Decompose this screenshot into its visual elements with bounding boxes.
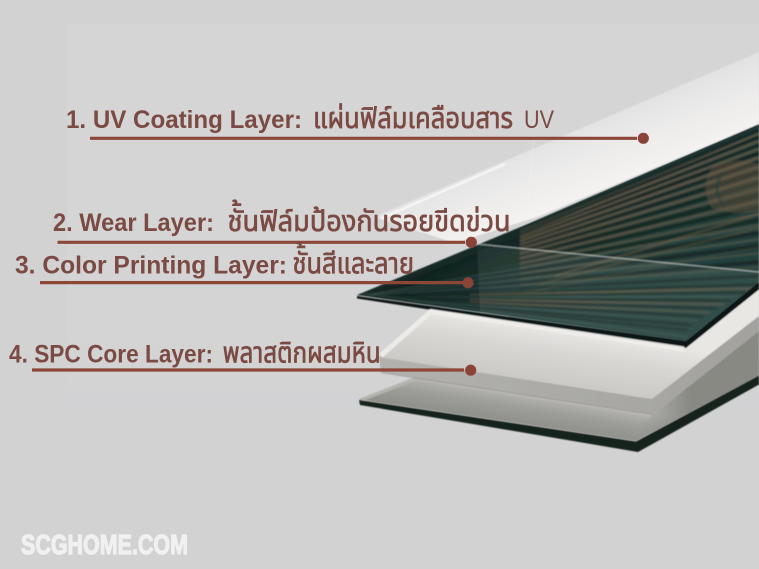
svg-text:2. Wear Layer:: 2. Wear Layer: bbox=[53, 209, 214, 237]
svg-text:UV: UV bbox=[524, 106, 554, 134]
svg-text:3. Color Printing Layer:: 3. Color Printing Layer: bbox=[15, 251, 287, 279]
svg-text:4. SPC Core Layer:: 4. SPC Core Layer: bbox=[9, 341, 213, 369]
svg-text:1. UV Coating Layer:: 1. UV Coating Layer: bbox=[66, 106, 302, 134]
svg-text:SCGHOME.COM: SCGHOME.COM bbox=[21, 529, 188, 560]
